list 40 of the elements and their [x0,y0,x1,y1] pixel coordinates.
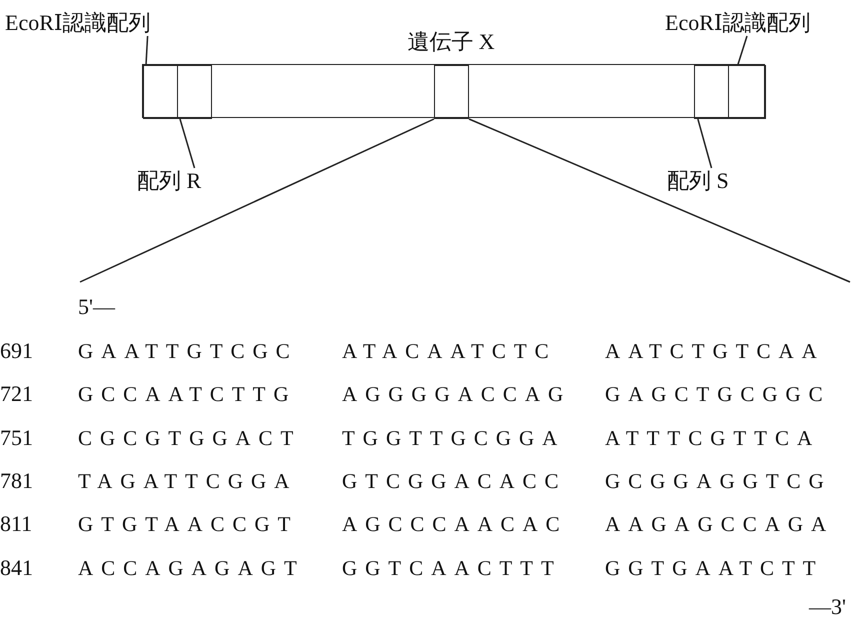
leader-line [145,36,148,66]
position-number: 841 [0,554,33,580]
sequence-segment [434,65,469,119]
position-number: 781 [0,468,33,494]
sequence-segment [177,65,212,119]
strand-end-label: 5'— [78,294,115,320]
base-sequence: AGCCCAACAC [342,511,568,538]
site-label: EcoRⅠ認識配列 [5,10,151,36]
site-label: EcoRⅠ認識配列 [665,10,811,36]
base-sequence: GCCAATCTTG [78,381,297,408]
base-sequence: GAGCTGCGGC [605,381,831,408]
leader-line [179,118,196,168]
site-segment [143,65,178,119]
base-sequence: GGTCAACTTT [342,554,562,580]
sequence-label: 配列 R [137,168,202,194]
base-sequence: ATTTCGTTCA [605,424,820,451]
leader-line [737,36,748,66]
base-sequence: TGGTTGCGGA [342,424,566,451]
base-sequence: GTGTAACCGT [78,511,298,538]
base-sequence: ACCAGAGAGT [78,554,305,580]
base-sequence: AAGAGCCAGA [605,511,834,538]
strand-end-label: —3' [809,594,846,619]
position-number: 691 [0,338,33,364]
leader-line [697,118,712,168]
sequence-label: 配列 S [667,168,729,194]
base-sequence: GAATTGTCGC [78,338,298,364]
position-number: 721 [0,381,33,408]
site-segment [728,65,766,119]
base-sequence: GCGGAGGTCG [605,468,832,494]
base-sequence: AATCTGTCAA [605,338,825,364]
base-sequence: CGCGTGGACT [78,424,302,451]
position-number: 751 [0,424,33,451]
base-sequence: AGGGGACCAG [342,381,572,408]
sequence-segment [694,65,729,119]
base-sequence: GTCGGACACC [342,468,566,494]
base-sequence: ATACAATCTC [342,338,557,364]
position-number: 811 [0,511,32,538]
base-sequence: TAGATTCGGA [78,468,298,494]
base-sequence: GGTGAATCTT [605,554,824,580]
gene-title: 遺伝子 X [407,29,495,55]
